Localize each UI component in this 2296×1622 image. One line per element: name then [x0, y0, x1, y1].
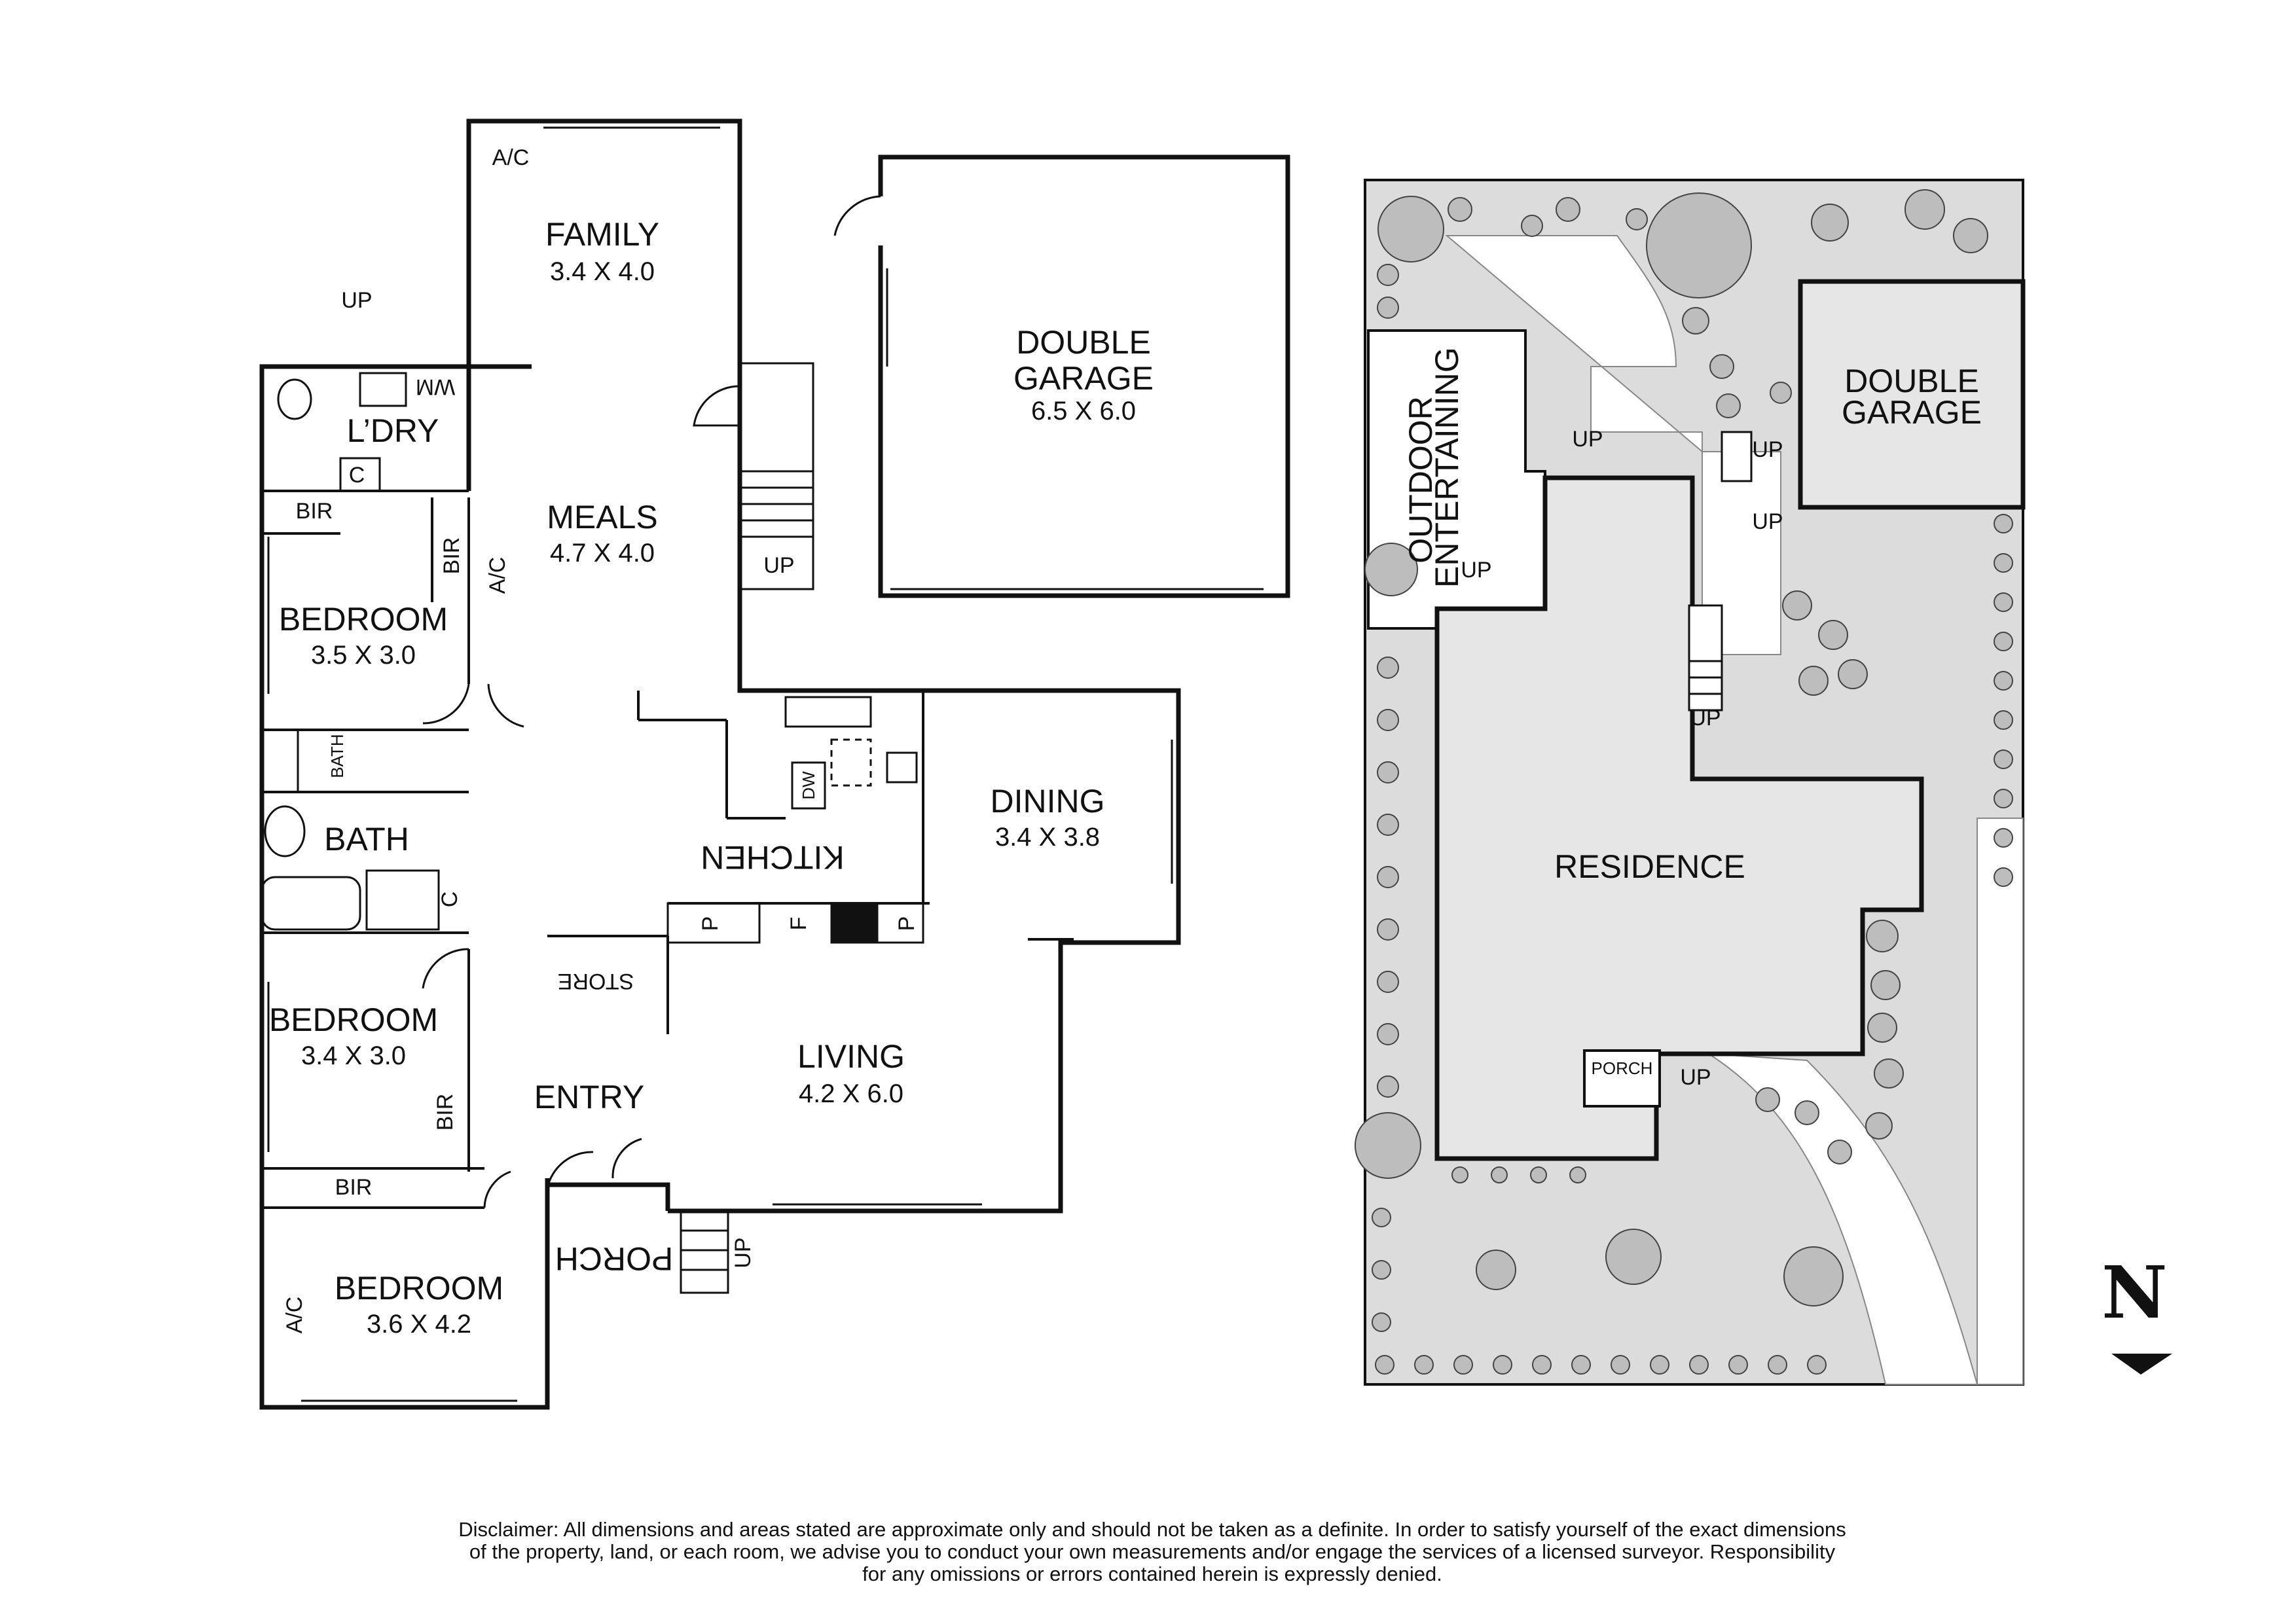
- site-up-1: UP: [1572, 427, 1603, 452]
- site-double-garage: [1798, 279, 2026, 510]
- room-label-meals: MEALS: [547, 499, 658, 535]
- room-size-double-garage: 6.5 X 6.0: [1030, 397, 1137, 425]
- disclaimer-line-2: of the property, land, or each room, we …: [469, 1540, 1836, 1563]
- room-size-bedroom-2: 3.4 X 3.0: [301, 1041, 407, 1070]
- c-label-bath: C: [437, 891, 462, 908]
- room-label-entry: ENTRY: [534, 1079, 645, 1115]
- disclaimer-line-1: Disclaimer: All dimensions and areas sta…: [458, 1518, 1846, 1541]
- site-up-3: UP: [1752, 509, 1783, 534]
- up-label-porch: UP: [731, 1237, 756, 1269]
- site-trees: [1355, 189, 1988, 1307]
- room-label-double-garage-line1: DOUBLE: [1016, 324, 1151, 361]
- floor-plan-walls: [259, 118, 1290, 1410]
- room-label-laundry: L’DRY: [346, 412, 439, 449]
- room-size-living: 4.2 X 6.0: [798, 1079, 904, 1108]
- floor-plan-doors: [422, 195, 881, 1208]
- up-label-family: UP: [341, 288, 373, 313]
- pantry-label-left: P: [698, 916, 723, 931]
- room-size-meals: 4.7 X 4.0: [549, 539, 655, 568]
- room-size-bedroom-1: 3.5 X 3.0: [310, 641, 416, 670]
- kitchen-fixtures: [666, 696, 924, 944]
- ac-label-family: A/C: [492, 145, 530, 170]
- bath-small-label: BATH: [327, 734, 347, 778]
- room-label-living: LIVING: [797, 1038, 905, 1075]
- fridge-label: F: [786, 916, 811, 931]
- room-size-dining: 3.4 X 3.8: [994, 823, 1101, 852]
- site-porch: [1583, 1049, 1661, 1108]
- room-label-kitchen: KITCHEN: [701, 839, 845, 876]
- dw-label: DW: [799, 771, 818, 800]
- ac-label-bedroom-3: A/C: [282, 1296, 307, 1334]
- c-label-laundry: C: [348, 463, 365, 488]
- site-hedge-right: [1994, 514, 2013, 887]
- room-label-dining: DINING: [990, 783, 1105, 820]
- site-stairs: [1688, 431, 1753, 712]
- room-label-family: FAMILY: [545, 216, 660, 253]
- site-driveway: [1708, 1053, 1978, 1385]
- site-hedge-left: [1372, 657, 1399, 1332]
- room-label-double-garage-line2: GARAGE: [1013, 360, 1154, 397]
- floor-plan-stairs: [680, 362, 814, 1294]
- site-label-outdoor-line2: ENTERTAINING: [1429, 347, 1465, 588]
- bir-label-bedroom-1: BIR: [295, 499, 333, 524]
- north-label: N: [2102, 1250, 2168, 1335]
- pantry-label-right: P: [894, 916, 919, 931]
- site-up-6: UP: [1680, 1065, 1711, 1090]
- disclaimer: Disclaimer: All dimensions and areas sta…: [367, 1519, 1938, 1585]
- disclaimer-line-3: for any omissions or errors contained he…: [862, 1562, 1442, 1585]
- bath-fixtures: [261, 372, 440, 931]
- wall-oven-label: WO: [861, 908, 881, 938]
- site-plan: [1355, 179, 2026, 1386]
- up-label-stairs: UP: [763, 553, 795, 578]
- residence-footprint: [1434, 475, 1924, 1161]
- floor-plan-windows: [261, 120, 1264, 1409]
- room-label-bedroom-1: BEDROOM: [278, 601, 448, 638]
- site-side-path: [1977, 818, 2024, 1385]
- site-label-garage-line2: GARAGE: [1842, 394, 1982, 431]
- site-label-residence: RESIDENCE: [1554, 848, 1745, 885]
- room-label-bedroom-3: BEDROOM: [334, 1270, 504, 1307]
- site-up-2: UP: [1752, 437, 1783, 462]
- room-size-family: 3.4 X 4.0: [549, 257, 655, 286]
- site-label-garage-line1: DOUBLE: [1844, 363, 1979, 399]
- north-arrow-icon: [2111, 1354, 2172, 1375]
- site-up-4: UP: [1461, 558, 1492, 583]
- room-label-store: STORE: [557, 969, 634, 994]
- ac-label-meals: A/C: [485, 556, 510, 594]
- room-label-porch: PORCH: [555, 1240, 674, 1277]
- site-up-5: UP: [1690, 706, 1721, 730]
- site-hedge-bottom: [1375, 1166, 1827, 1375]
- room-label-bath: BATH: [324, 821, 409, 857]
- site-label-porch: PORCH: [1591, 1058, 1653, 1078]
- bir-label-bedroom-3: BIR: [335, 1175, 373, 1200]
- room-size-bedroom-3: 3.6 X 4.2: [366, 1310, 472, 1339]
- bir-label-vertical-1: BIR: [439, 537, 464, 575]
- wm-label: WM: [415, 374, 456, 399]
- bir-label-vertical-2: BIR: [433, 1093, 458, 1131]
- room-label-bedroom-2: BEDROOM: [268, 1001, 439, 1038]
